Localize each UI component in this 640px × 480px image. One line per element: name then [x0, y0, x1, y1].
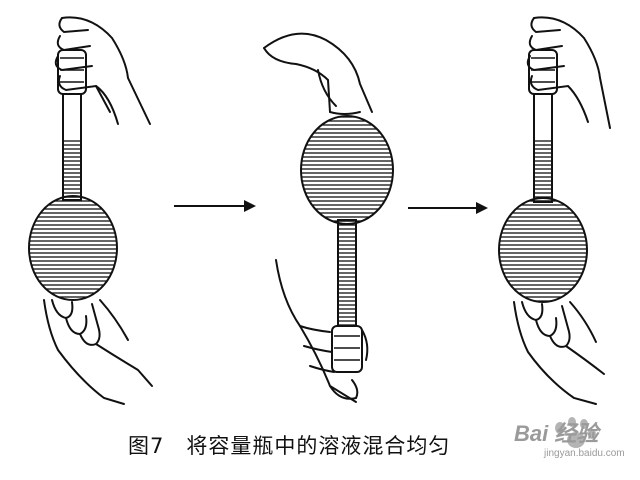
- flask-inverted: [300, 115, 394, 373]
- hand-top-3: [526, 16, 611, 129]
- baidu-jingyan-watermark: Bai 经验 jingyan.baidu.com: [500, 414, 625, 464]
- caption-text: 将容量瓶中的溶液混合均匀: [186, 434, 451, 458]
- flask-upright: [28, 49, 118, 301]
- arrow-right-1: [174, 200, 256, 212]
- hand-bottom-3: [513, 301, 605, 405]
- watermark-url: jingyan.baidu.com: [544, 448, 625, 459]
- hand-bottom-2: [275, 259, 369, 403]
- hand-top-2: [263, 32, 373, 115]
- hand-bottom-1: [43, 299, 153, 405]
- hand-top-1: [54, 16, 151, 125]
- flask-upright-final: [498, 49, 588, 303]
- figure-caption: 图7 将容量瓶中的溶液混合均匀: [128, 430, 450, 460]
- paw-logo-icon: [555, 417, 596, 448]
- figure-number: 图7: [128, 434, 165, 458]
- watermark-brand: Bai 经验: [514, 421, 599, 446]
- arrow-right-2: [408, 202, 488, 214]
